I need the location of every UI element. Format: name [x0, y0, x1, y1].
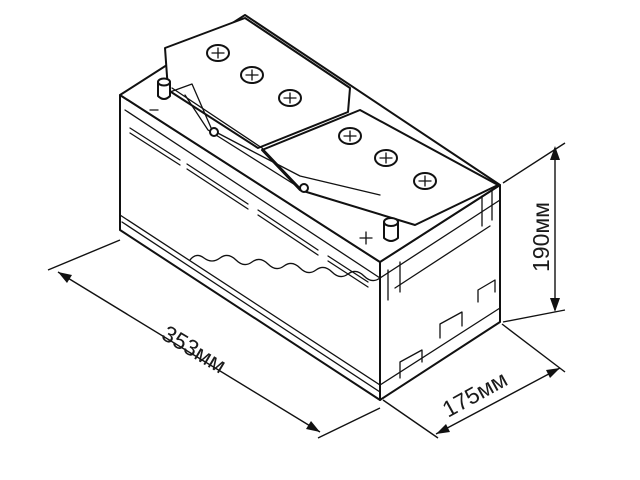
height-arrow-end — [550, 298, 560, 312]
width-arrow-end — [546, 368, 560, 378]
dimension-lines — [47, 142, 566, 439]
negative-terminal-icon — [149, 77, 171, 111]
vent-cap-icon — [206, 44, 230, 62]
vent-cap-icon — [338, 127, 362, 145]
vent-cap-icon — [278, 89, 302, 107]
positive-terminal-icon — [359, 217, 399, 245]
carry-handle — [169, 83, 381, 196]
width-dimension-line — [435, 367, 561, 435]
vent-caps — [206, 44, 437, 190]
length-dimension-label: 353мм — [157, 320, 230, 378]
vent-cap-icon — [413, 172, 437, 190]
vent-slots — [129, 127, 369, 288]
length-arrow-end — [306, 421, 320, 432]
length-dimension-line — [57, 271, 321, 433]
length-arrow-start — [58, 272, 72, 283]
vent-cap-icon — [374, 149, 398, 167]
vent-cap-icon — [240, 66, 264, 84]
battery-drawing — [119, 14, 501, 401]
height-arrow-start — [550, 146, 560, 160]
height-dimension-label: 190мм — [528, 202, 554, 272]
width-arrow-start — [436, 424, 450, 434]
